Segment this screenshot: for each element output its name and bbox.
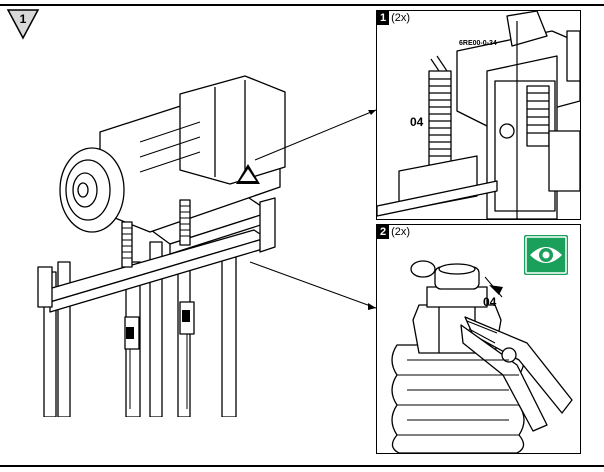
callout-index: 2: [377, 225, 390, 239]
bottom-rule: [0, 465, 604, 467]
part-label: 04: [483, 295, 497, 309]
step-marker: 1: [6, 8, 40, 40]
callout-detail-1: 1 (2x) 04 6: [376, 10, 581, 220]
top-rule: [0, 4, 604, 6]
callout-tag: 2 (2x): [377, 225, 413, 239]
eye-icon: [525, 236, 567, 274]
callout-index: 1: [377, 11, 390, 25]
callout-quantity: (2x): [389, 11, 413, 25]
callout-detail-2: 2 (2x) 04: [376, 224, 581, 454]
main-illustration: [37, 75, 286, 417]
electrical-hazard-icon: [236, 164, 260, 184]
inspect-badge: [524, 235, 568, 275]
step-number: 1: [19, 12, 27, 26]
detail-1-illustration: 6RE00-0-34: [377, 11, 580, 219]
detail-2-illustration: [391, 260, 573, 453]
callout-quantity: (2x): [389, 225, 413, 239]
part-code-text: 6RE00-0-34: [459, 40, 497, 47]
warning-triangle-icon: [6, 9, 40, 40]
part-label: 04: [410, 115, 424, 129]
callout-tag: 1 (2x): [377, 11, 413, 25]
